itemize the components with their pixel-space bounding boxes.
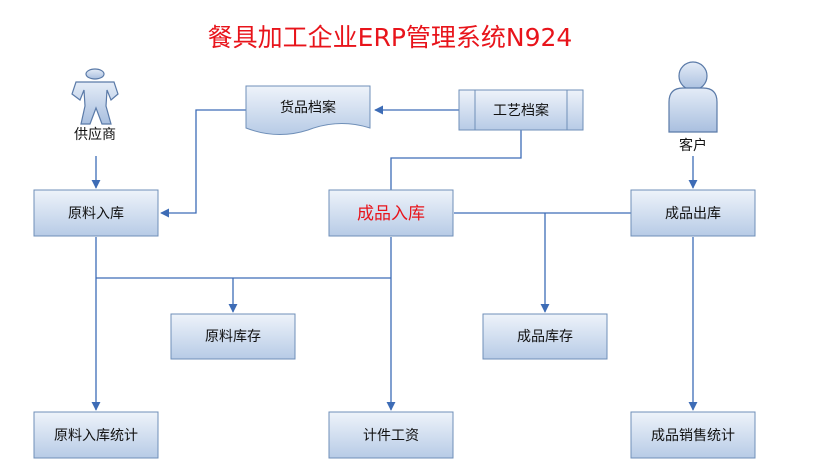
diagram-title: 餐具加工企业ERP管理系统N924 [207, 23, 573, 52]
finished-stock-node: 成品库存 [482, 313, 608, 360]
process-archive-label: 工艺档案 [493, 102, 549, 119]
finished-stock-label: 成品库存 [517, 329, 573, 345]
finished-out-label: 成品出库 [665, 206, 721, 222]
piece-wage-label: 计件工资 [363, 428, 419, 444]
supplier-label: 供应商 [74, 126, 116, 143]
finished-in-node: 成品入库 [328, 189, 454, 237]
finished-sales-stats-node: 成品销售统计 [630, 411, 756, 459]
customer-body-icon [668, 87, 718, 133]
supplier-head-icon [85, 68, 105, 80]
customer-label: 客户 [679, 137, 707, 154]
piece-wage-node: 计件工资 [328, 411, 454, 459]
raw-material-in-node: 原料入库 [33, 189, 159, 237]
customer-actor [668, 61, 718, 133]
customer-head-icon [678, 61, 708, 91]
raw-material-in-label: 原料入库 [68, 206, 124, 222]
supplier-body-icon [71, 81, 119, 125]
arrow-goods-to-raw-in [160, 109, 246, 218]
finished-sales-stats-label: 成品销售统计 [651, 428, 735, 444]
finished-in-label: 成品入库 [357, 204, 425, 224]
raw-material-stock-label: 原料库存 [205, 329, 261, 345]
line-process-to-finished-in [390, 130, 522, 190]
process-archive-node: 工艺档案 [458, 89, 584, 131]
finished-out-node: 成品出库 [630, 189, 756, 237]
connectors [91, 105, 698, 411]
raw-material-stock-node: 原料库存 [170, 313, 296, 360]
supplier-actor [71, 68, 119, 125]
goods-archive-label: 货品档案 [280, 99, 336, 116]
raw-material-in-stats-node: 原料入库统计 [33, 411, 159, 459]
raw-material-in-stats-label: 原料入库统计 [54, 428, 138, 444]
goods-archive-node: 货品档案 [245, 85, 371, 136]
